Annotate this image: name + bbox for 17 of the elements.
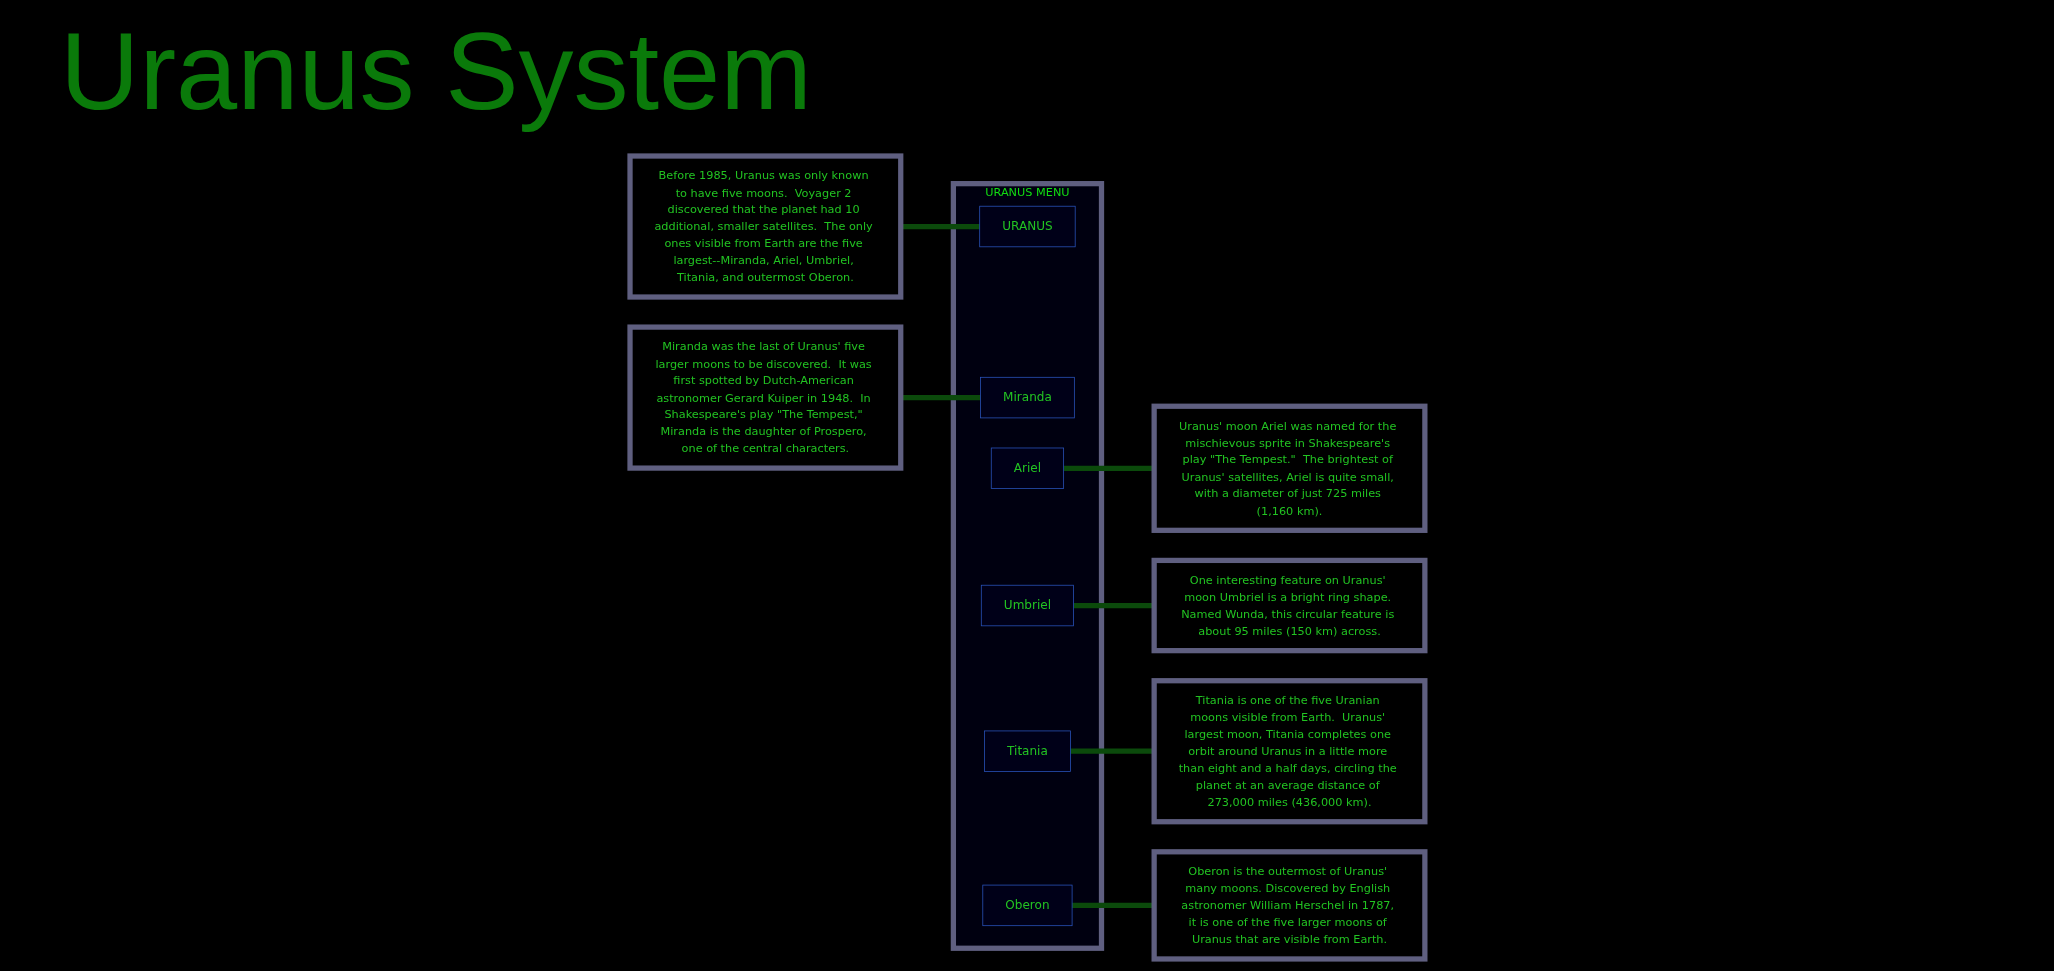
node-box: Ariel <box>990 447 1064 489</box>
node-box: One interesting feature on Uranus' moon Umbriel is a bright ring shape. Named Wunda, this circular feature is about 95 miles (150 km) across. <box>1151 557 1428 654</box>
connector <box>1071 902 1154 908</box>
node-box: Uranus' moon Ariel was named for the mischievous sprite in Shakespeare's play "The Tempest." The brightest of Uranus' satellites, Ariel is quite small, with a diameter of just 725 miles (1,160 km). <box>1151 403 1428 533</box>
title: Uranus System <box>60 10 812 131</box>
node-box: Miranda <box>979 376 1075 419</box>
node-box: Oberon is the outermost of Uranus' many moons. Discovered by English astronomer William Herschel in 1787, it is one of the five larger moons of Uranus that are visible from Earth. <box>1151 849 1428 962</box>
connector <box>1069 748 1154 754</box>
node-box: Titania is one of the five Uranian moons visible from Earth. Uranus' largest moon, Titania completes one orbit around Uranus in a little more than eight and a half days, circling the planet at an average distance of 273,000 miles (436,000 km). <box>1151 678 1428 825</box>
node-box: Miranda was the last of Uranus' five larger moons to be discovered. It was first spotted by Dutch-American astronomer Gerard Kuiper in 1948. In Shakespeare's play "The Tempest," Miranda is the daughter of Prospero, one of the central characters. <box>626 324 903 471</box>
node-box: URANUS <box>978 205 1076 248</box>
connector <box>1073 602 1154 609</box>
node-box: Before 1985, Uranus was only known to have five moons. Voyager 2 discovered that the planet had 10 additional, smaller satellites. The only ones visible from Earth are the five largest--Miranda, Ariel, Umbriel, Titania, and outermost Oberon. <box>626 153 903 300</box>
node-box: Oberon <box>981 884 1072 927</box>
connector <box>1063 465 1154 471</box>
node-box: Titania <box>983 730 1071 772</box>
node-box: Umbriel <box>980 584 1074 627</box>
